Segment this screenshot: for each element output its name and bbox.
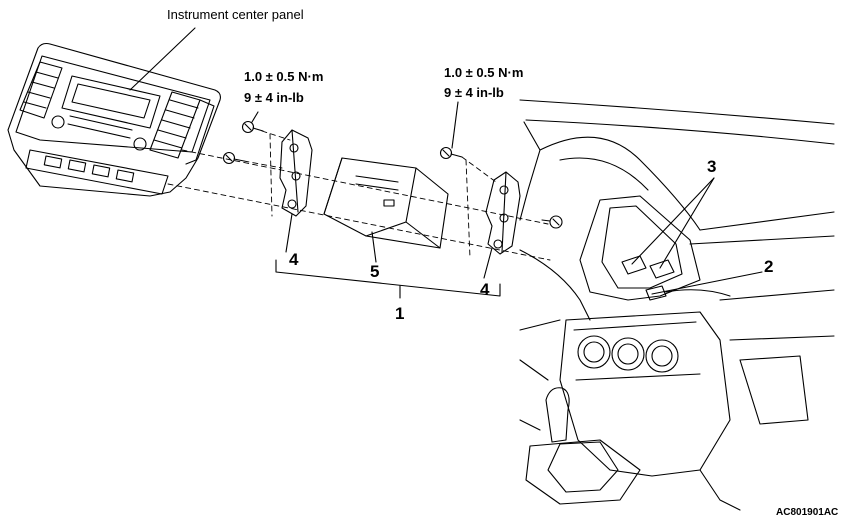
callout-3: 3 bbox=[707, 157, 717, 176]
callout-2: 2 bbox=[764, 257, 774, 276]
head-unit-box bbox=[323, 157, 449, 249]
screw-vehicle-side bbox=[541, 215, 563, 229]
screw-upper-left bbox=[241, 120, 264, 134]
torque-right-leader bbox=[451, 101, 459, 149]
instrument-center-panel-part bbox=[7, 42, 221, 197]
torque-left-line2: 9 ± 4 in-lb bbox=[244, 90, 304, 105]
vehicle-dashboard-view bbox=[519, 99, 835, 511]
instrument-panel-leader bbox=[129, 27, 196, 91]
figure-code: AC801901AC bbox=[776, 507, 839, 518]
screw-upper-right bbox=[439, 146, 463, 160]
right-bracket-part bbox=[485, 171, 521, 255]
instrument-center-panel-label: Instrument center panel bbox=[167, 7, 304, 22]
callout-4-left: 4 bbox=[289, 250, 299, 269]
left-bracket-part bbox=[279, 129, 313, 217]
callout-4-right: 4 bbox=[480, 280, 490, 299]
torque-left-leader bbox=[251, 111, 259, 123]
callout-leaders bbox=[275, 177, 763, 299]
screw-lower-left bbox=[222, 151, 245, 165]
callout-5: 5 bbox=[370, 262, 380, 281]
torque-left-line1: 1.0 ± 0.5 N·m bbox=[244, 69, 324, 84]
torque-right-line1: 1.0 ± 0.5 N·m bbox=[444, 65, 524, 80]
torque-right-line2: 9 ± 4 in-lb bbox=[444, 85, 504, 100]
alignment-guides bbox=[167, 130, 551, 261]
callout-1: 1 bbox=[395, 304, 405, 323]
